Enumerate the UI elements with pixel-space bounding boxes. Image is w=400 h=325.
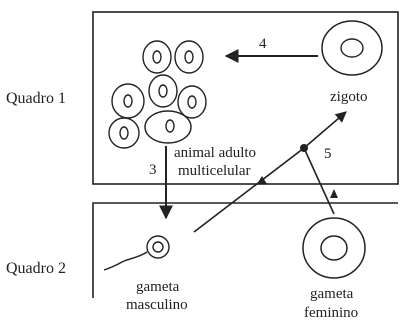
step-3-label: 3: [149, 162, 157, 178]
female-gamete-cell: [302, 217, 366, 279]
zygote-label: zigoto: [330, 89, 368, 105]
adult-label-line1: animal adulto: [174, 145, 256, 161]
male-gamete-label-line1: gameta: [136, 279, 180, 295]
step-4-label: 4: [259, 36, 267, 52]
male-gamete-path: [193, 147, 305, 233]
arrow-to-zygote: [303, 111, 347, 149]
male-gamete-label-line2: masculino: [126, 297, 188, 313]
panel-2-frame: [92, 202, 398, 298]
female-gamete-label-line1: gameta: [310, 286, 354, 302]
female-gamete-path: [303, 147, 335, 215]
female-gamete-path-arrowhead: [330, 189, 338, 198]
panel-1-label: Quadro 1: [6, 90, 66, 107]
panel-2-label: Quadro 2: [6, 260, 66, 277]
panel-1-frame: [92, 11, 399, 185]
male-gamete-path-arrowhead: [257, 176, 267, 184]
male-gamete-cell: [103, 235, 170, 271]
zygote-cell: [321, 20, 383, 76]
adult-label-line2: multicelular: [178, 163, 250, 179]
adult-animal-cells: [108, 40, 207, 149]
female-gamete-label-line2: feminino: [304, 305, 358, 321]
step-5-label: 5: [324, 146, 332, 162]
